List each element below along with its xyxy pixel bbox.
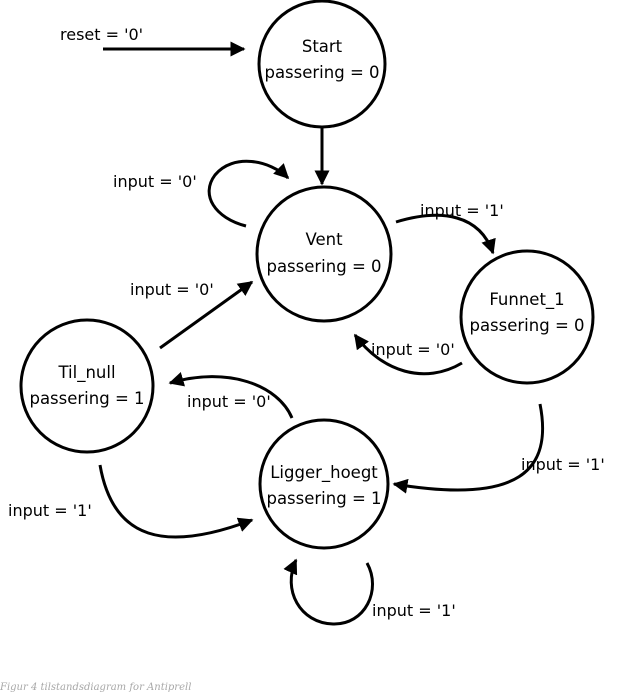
funnet-to-vent-label: input = '0' — [371, 340, 455, 359]
figure-caption: Figur 4 tilstandsdiagram for Antiprell — [0, 682, 191, 693]
funnet-to-vent-arrow — [353, 333, 463, 376]
ligger-to-tilnull-label: input = '0' — [187, 392, 271, 411]
state-vent-name: Vent — [305, 230, 343, 249]
tilnull-to-vent-label: input = '0' — [130, 280, 214, 299]
state-tilnull-name: Til_null — [57, 363, 115, 383]
ligger-self-loop — [283, 558, 374, 626]
state-start-output: passering = 0 — [264, 63, 379, 82]
tilnull-to-vent-arrow — [159, 280, 254, 350]
reset-label: reset = '0' — [60, 25, 143, 44]
state-funnet-output: passering = 0 — [469, 316, 584, 335]
ligger-to-tilnull-arrow — [168, 372, 294, 419]
state-tilnull: Til_null passering = 1 — [19, 318, 155, 454]
state-vent-output: passering = 0 — [266, 257, 381, 276]
funnet-to-ligger-arrow — [392, 403, 545, 494]
state-tilnull-output: passering = 1 — [29, 389, 144, 408]
tilnull-to-ligger-label: input = '1' — [8, 501, 92, 520]
funnet-to-ligger-label: input = '1' — [521, 455, 605, 474]
state-funnet-name: Funnet_1 — [489, 290, 564, 310]
state-start: Start passering = 0 — [257, 0, 387, 129]
state-ligger-output: passering = 1 — [266, 489, 381, 508]
vent-self-loop — [207, 159, 290, 228]
state-vent: Vent passering = 0 — [255, 185, 393, 323]
state-start-name: Start — [302, 37, 343, 56]
state-ligger: Ligger_hoegt passering = 1 — [258, 418, 390, 550]
vent-to-funnet-arrow — [395, 213, 496, 255]
vent-self-label: input = '0' — [113, 172, 197, 191]
state-ligger-name: Ligger_hoegt — [270, 463, 378, 483]
state-funnet: Funnet_1 passering = 0 — [459, 249, 595, 385]
vent-to-funnet-label: input = '1' — [420, 201, 504, 220]
ligger-self-label: input = '1' — [372, 601, 456, 620]
tilnull-to-ligger-arrow — [98, 464, 254, 539]
